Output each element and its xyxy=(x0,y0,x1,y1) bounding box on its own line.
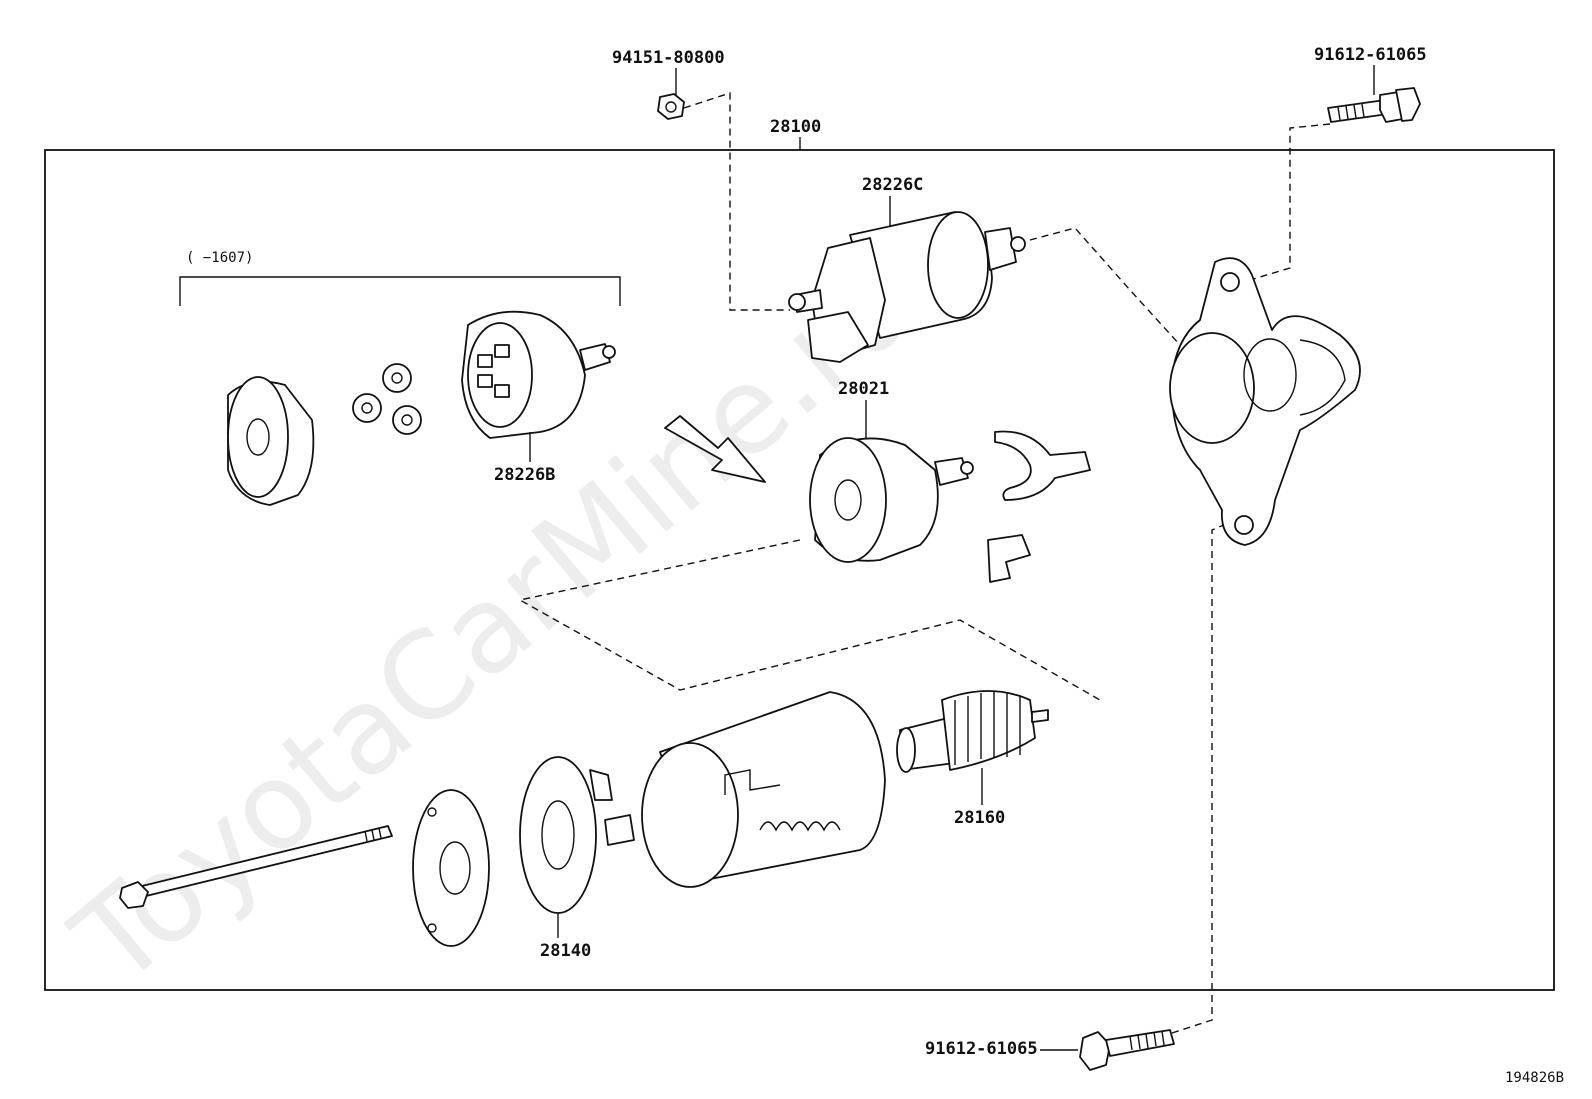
label-gear-housing-old: 28226B xyxy=(494,465,555,485)
clutch-housing-part xyxy=(809,437,974,563)
solenoid-dashed-path xyxy=(1029,227,1231,401)
middle-dashed-path xyxy=(518,539,1101,701)
nut-part xyxy=(657,93,685,120)
armature-part xyxy=(896,690,1049,773)
through-bolt-part xyxy=(119,825,393,909)
label-bolt-top: 91612-61065 xyxy=(1314,45,1427,65)
bracket-line xyxy=(179,276,621,306)
label-bolt-bottom: 91612-61065 xyxy=(925,1039,1038,1059)
label-clutch-housing: 28021 xyxy=(838,379,889,399)
label-brush-holder: 28140 xyxy=(540,941,591,961)
bolt-bottom-part xyxy=(1079,1029,1175,1071)
end-plate-part xyxy=(412,789,490,947)
nut-dashed-path xyxy=(683,92,790,311)
assembly-label: 28100 xyxy=(770,117,821,137)
clip-part xyxy=(987,534,1031,583)
planet-gears-part xyxy=(352,363,422,435)
bolt-top-dashed-path xyxy=(1249,123,1331,281)
label-solenoid: 28226C xyxy=(862,175,923,195)
drive-housing-part xyxy=(1169,257,1361,546)
replacement-arrow xyxy=(664,415,766,483)
brush-holder-part xyxy=(519,756,635,914)
solenoid-part xyxy=(788,211,1026,363)
old-gear-housing-part xyxy=(461,310,616,439)
figure-id: 194826B xyxy=(1505,1070,1564,1086)
label-armature: 28160 xyxy=(954,808,1005,828)
bracket-note: ( −1607) xyxy=(186,250,253,266)
shift-lever-part xyxy=(994,430,1091,501)
label-nut-top: 94151-80800 xyxy=(612,48,725,68)
yoke-part xyxy=(641,691,886,888)
old-endcap-part xyxy=(227,376,315,506)
bolt-bottom-dashed-path xyxy=(1171,517,1241,1034)
bolt-top-part xyxy=(1327,87,1421,123)
